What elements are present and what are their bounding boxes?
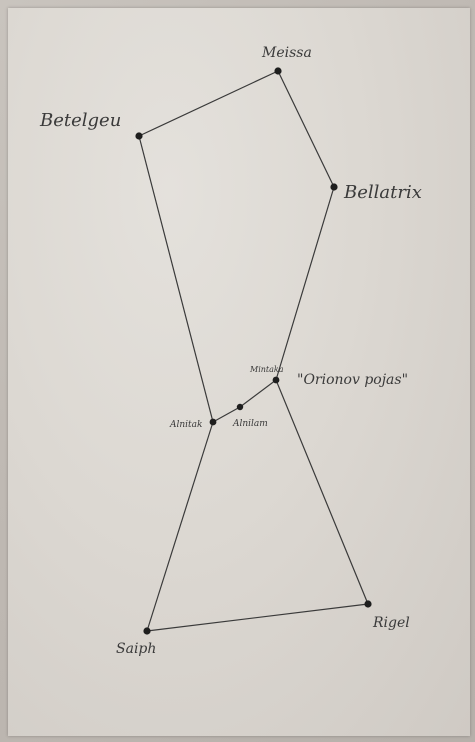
label-mintaka: Mintaka	[249, 365, 284, 374]
label-betelgeuse: Betelgeu	[39, 110, 121, 131]
stars	[135, 67, 372, 635]
edge-betelgeuse-alnitak	[138, 135, 214, 423]
star-rigel	[364, 600, 372, 608]
edge-betelgeuse-meissa	[138, 70, 279, 137]
edge-saiph-rigel	[146, 603, 369, 632]
star-labels: Meissa Betelgeu Bellatrix Mintaka Alnila…	[39, 45, 422, 657]
label-alnilam: Alnilam	[232, 419, 268, 429]
label-bellatrix: Bellatrix	[343, 182, 422, 203]
star-saiph	[143, 627, 151, 635]
edge-bellatrix-mintaka	[275, 186, 335, 381]
label-meissa: Meissa	[261, 45, 312, 61]
edge-meissa-bellatrix	[277, 70, 335, 188]
star-alnilam	[236, 403, 244, 411]
label-orion-belt: "Orionov pojas"	[297, 372, 408, 388]
label-alnitak: Alnitak	[169, 420, 203, 430]
star-betelgeuse	[135, 132, 143, 140]
star-bellatrix	[330, 183, 338, 191]
label-rigel: Rigel	[372, 615, 410, 631]
paper-sheet	[8, 8, 470, 736]
star-alnitak	[209, 418, 217, 426]
edge-alnilam-mintaka	[239, 379, 277, 408]
edge-alnitak-saiph	[146, 421, 214, 632]
star-meissa	[274, 67, 282, 75]
label-saiph: Saiph	[116, 641, 156, 657]
edge-rigel-mintaka	[275, 379, 369, 605]
constellation-lines	[138, 70, 369, 632]
star-mintaka	[272, 376, 280, 384]
edge-alnitak-alnilam	[212, 406, 241, 423]
